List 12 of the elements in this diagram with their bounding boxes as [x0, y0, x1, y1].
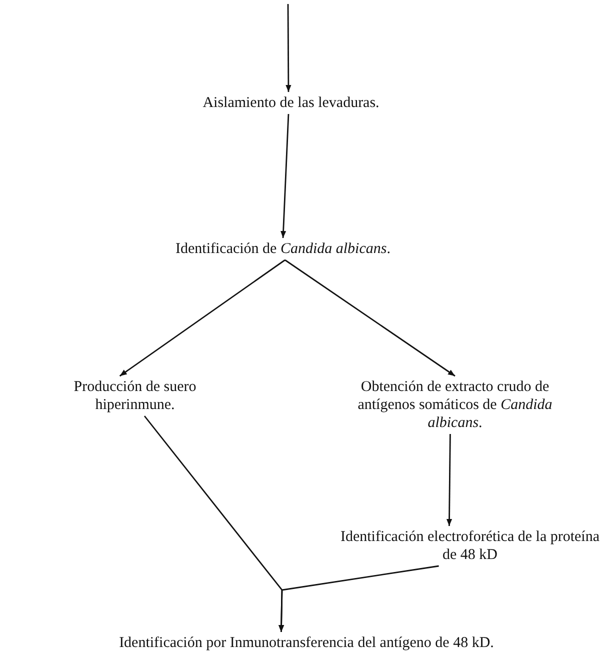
- arrow: [286, 4, 292, 92]
- arrow: [280, 114, 290, 238]
- step-text: Aislamiento de las levaduras.: [186, 92, 396, 114]
- step-text: Identificación por Inmunotransferencia del antígeno de 48 kD.: [5, 632, 608, 654]
- arrow: [119, 259, 286, 377]
- step-text: Identificación de Candida albicans.: [158, 238, 408, 260]
- step-text: Identificación electroforética de la proteína de 48 kD: [340, 526, 600, 566]
- arrow: [278, 565, 439, 632]
- arrow: [284, 259, 456, 377]
- arrow: [446, 434, 452, 526]
- step-text: Producción de suero hiperinmune.: [40, 376, 230, 416]
- step-text: Obtención de extracto crudo de antígenos somáticos de Candida albicans.: [335, 376, 575, 434]
